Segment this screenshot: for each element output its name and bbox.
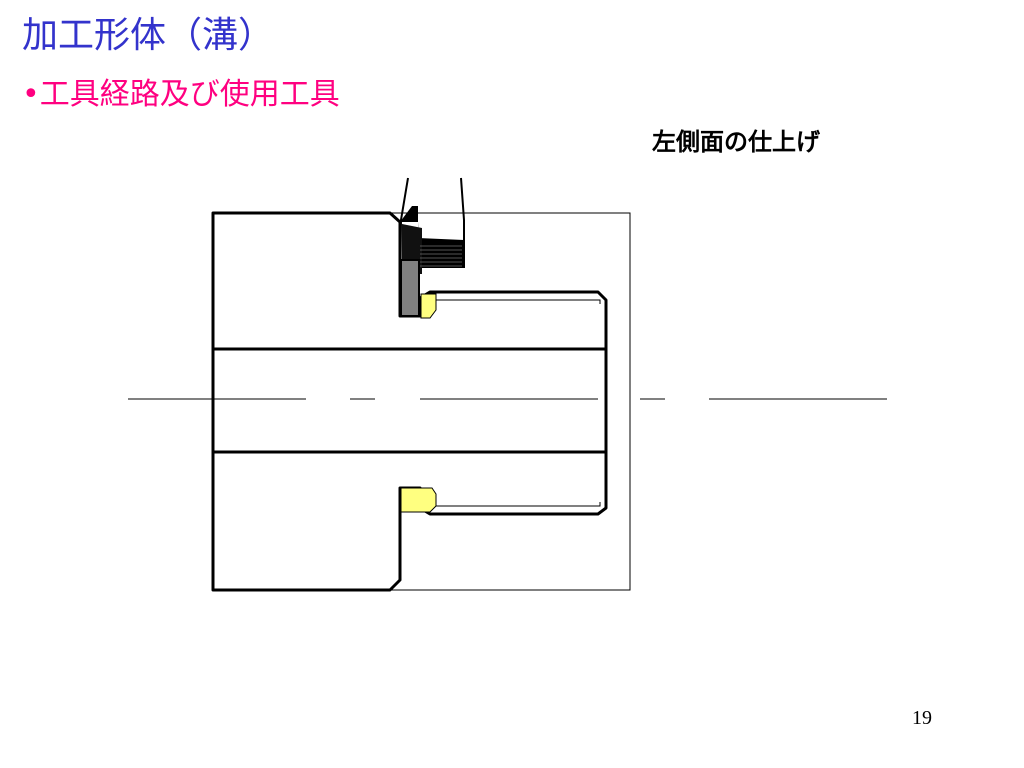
page-number: 19 [912, 707, 932, 729]
groove-edge-bottom [436, 502, 601, 507]
diagram-caption: 左側面の仕上げ [652, 128, 820, 156]
groove-edge-top [436, 299, 601, 304]
bullet-item: •工具経路及び使用工具 [22, 77, 340, 112]
finish-area-bottom [400, 487, 437, 513]
slide-title: 加工形体（溝） [22, 15, 275, 56]
grooving-tool [399, 177, 465, 317]
finish-area-top [420, 293, 437, 319]
tool-insert [400, 259, 420, 317]
